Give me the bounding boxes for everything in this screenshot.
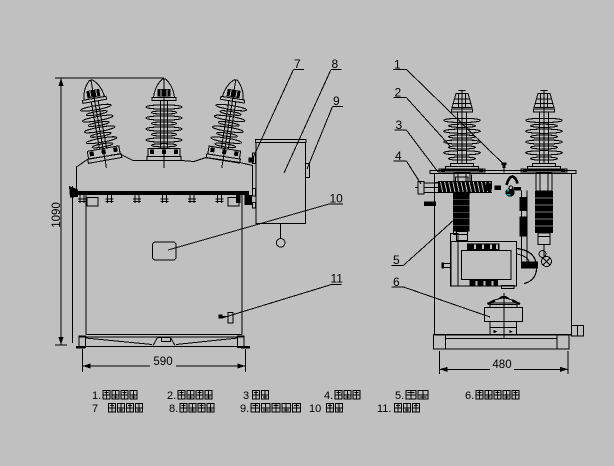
svg-text:4.: 4. (324, 390, 333, 402)
svg-text:9: 9 (333, 94, 340, 108)
svg-text:5.: 5. (395, 390, 404, 402)
svg-text:590: 590 (153, 356, 172, 368)
svg-text:7: 7 (92, 403, 98, 415)
svg-text:6: 6 (393, 275, 400, 289)
svg-text:1: 1 (394, 58, 401, 72)
svg-text:8: 8 (332, 57, 339, 71)
svg-text:2: 2 (395, 86, 402, 100)
svg-text:8.: 8. (169, 403, 178, 415)
svg-text:1.: 1. (92, 390, 101, 402)
svg-text:6.: 6. (465, 390, 474, 402)
svg-text:11: 11 (331, 272, 344, 286)
svg-text:2.: 2. (167, 390, 176, 402)
svg-text:4: 4 (395, 149, 402, 163)
svg-text:3: 3 (243, 390, 249, 402)
svg-text:1090: 1090 (51, 202, 63, 228)
svg-text:11.: 11. (377, 403, 391, 415)
svg-text:480: 480 (492, 359, 511, 371)
svg-text:9.: 9. (240, 403, 249, 415)
svg-text:3: 3 (396, 118, 403, 132)
svg-text:7: 7 (294, 57, 301, 71)
svg-text:10: 10 (309, 403, 321, 415)
svg-text:10: 10 (330, 192, 344, 206)
svg-text:5: 5 (393, 253, 400, 267)
